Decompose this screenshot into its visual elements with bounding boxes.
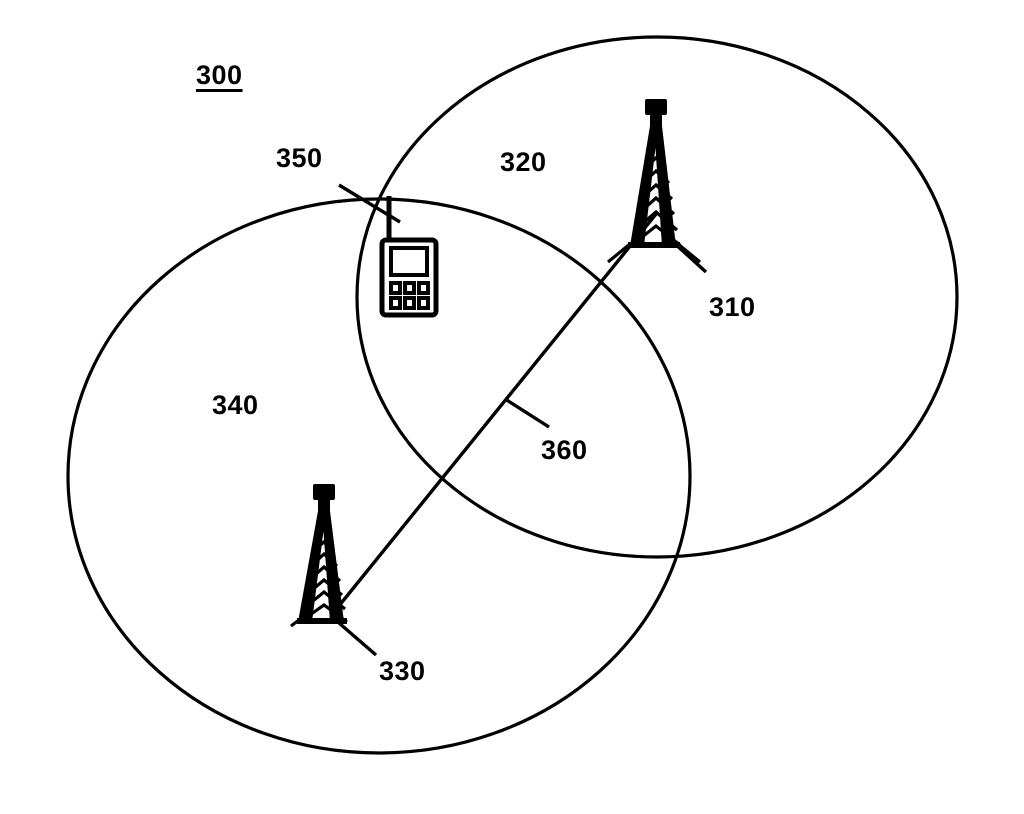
tower-330-cap-icon [313,484,335,500]
figure-number-label: 300 [196,60,243,90]
coverage-circle-320 [355,35,959,559]
label-350-mobile-device: 350 [276,143,323,173]
tower-310-cap-icon [645,99,667,115]
tower-330-leg-right [322,511,344,622]
tower-310-base [628,242,680,248]
label-330-tower-left: 330 [379,656,426,686]
label-320-coverage-right: 320 [500,147,547,177]
handset-key [403,296,416,310]
label-340-coverage-left: 340 [212,390,259,420]
tower-330-mast [318,497,330,513]
link-line-360 [332,212,658,614]
tower-330 [290,484,348,628]
tower-310-foot-right [676,242,702,264]
leader-360 [504,397,550,429]
tower-310-mast [650,112,662,128]
tower-310-foot-left [606,242,632,264]
leader-310 [660,230,708,274]
mobile-handset-350 [379,196,439,318]
label-360-link: 360 [541,435,588,465]
tower-310-leg-left [630,126,658,246]
leader-330 [337,621,378,657]
handset-key [417,296,430,310]
tower-310 [606,99,702,264]
tower-330-base [297,618,347,624]
tower-330-lattice [299,514,348,624]
tower-310-lattice [631,130,681,247]
handset-key [389,281,402,295]
handset-key [417,281,430,295]
handset-key [403,281,416,295]
handset-key [389,296,402,310]
handset-body [379,237,439,318]
handset-screen [389,246,429,277]
label-310-tower-right: 310 [709,292,756,322]
tower-310-leg-right [654,126,676,246]
